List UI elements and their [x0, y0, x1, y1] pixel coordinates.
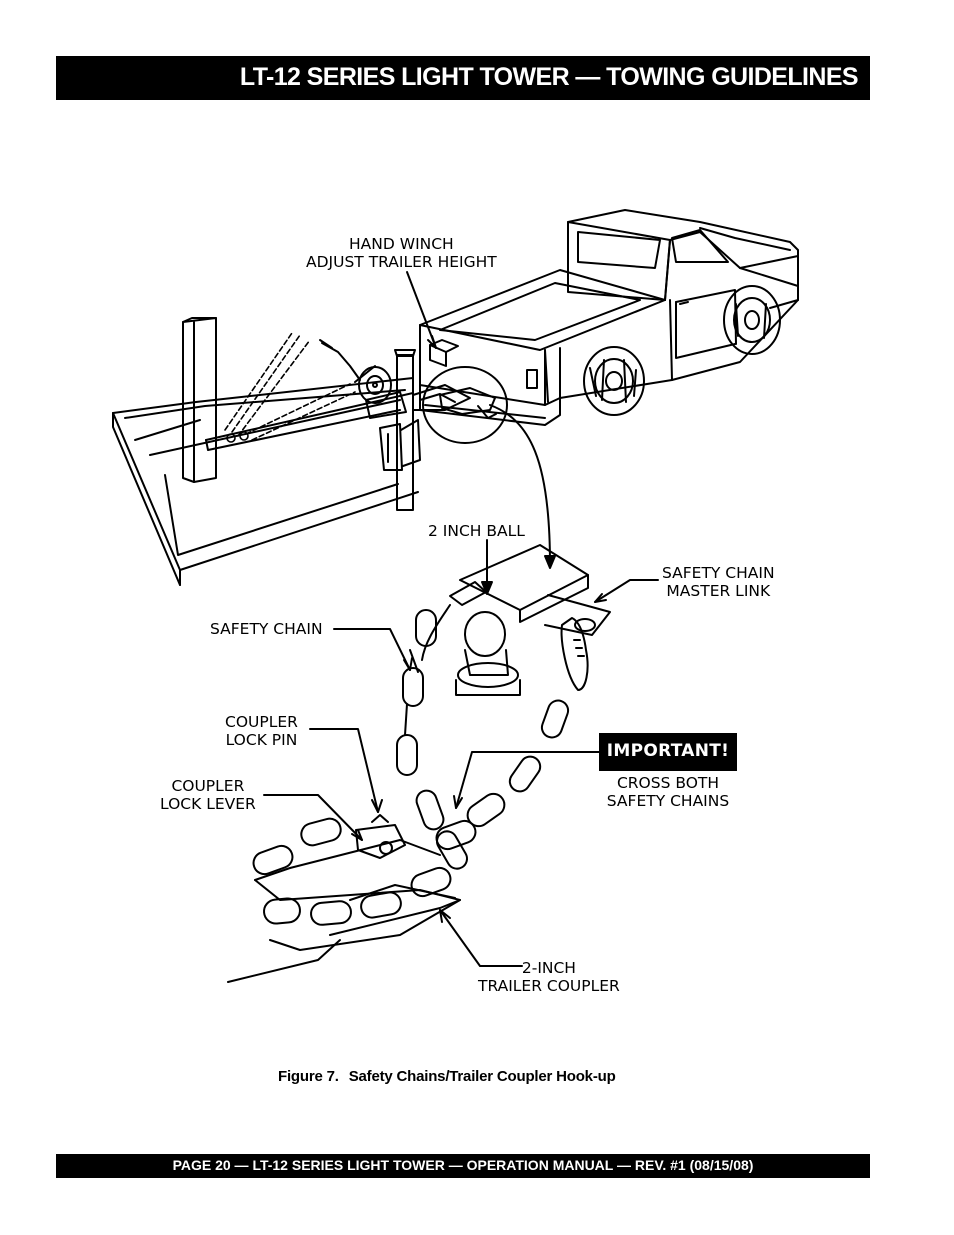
cross-chains-note: CROSS BOTH SAFETY CHAINS [606, 774, 730, 810]
pickup-truck [419, 209, 799, 426]
important-text: IMPORTANT! [606, 741, 730, 761]
important-leader [455, 751, 600, 809]
page-title: LT-12 SERIES LIGHT TOWER — TOWING GUIDEL… [239, 63, 859, 91]
lock-pin-leader [309, 728, 379, 813]
footer-text: PAGE 20 — LT-12 SERIES LIGHT TOWER — OPE… [172, 1157, 754, 1173]
page-header: LT-12 SERIES LIGHT TOWER — TOWING GUIDEL… [56, 56, 870, 100]
detail-arrow [489, 404, 551, 566]
cable-lines [224, 332, 356, 443]
figure-caption-text: Safety Chains/Trailer Coupler Hook-up [348, 1068, 616, 1085]
trailer-coupler-body [227, 814, 461, 983]
ball-label: 2 INCH BALL [428, 522, 525, 540]
important-badge: IMPORTANT! [599, 733, 737, 771]
lock-pin-label: COUPLER LOCK PIN [225, 713, 298, 749]
coupler-detail [449, 544, 611, 696]
detail-circle [422, 366, 508, 444]
master-link-leader [594, 579, 659, 603]
light-tower-trailer [112, 317, 471, 586]
lock-lever-label: COUPLER LOCK LEVER [160, 777, 256, 813]
master-link-label: SAFETY CHAIN MASTER LINK [662, 564, 775, 600]
figure-caption: Figure 7. Safety Chains/Trailer Coupler H… [278, 1068, 616, 1085]
hand-winch-leader [406, 271, 437, 349]
lock-lever-leader [263, 794, 363, 841]
safety-chain-label: SAFETY CHAIN [210, 620, 323, 638]
hand-winch-label: HAND WINCH ADJUST TRAILER HEIGHT [306, 235, 497, 271]
trailer-coupler-leader [439, 909, 523, 967]
safety-chain-leader [333, 628, 411, 671]
figure-number: Figure 7. [278, 1068, 339, 1085]
page-footer: PAGE 20 — LT-12 SERIES LIGHT TOWER — OPE… [56, 1154, 870, 1178]
safety-chain-left [396, 604, 468, 870]
trailer-coupler-label: 2-INCH TRAILER COUPLER [478, 959, 620, 995]
